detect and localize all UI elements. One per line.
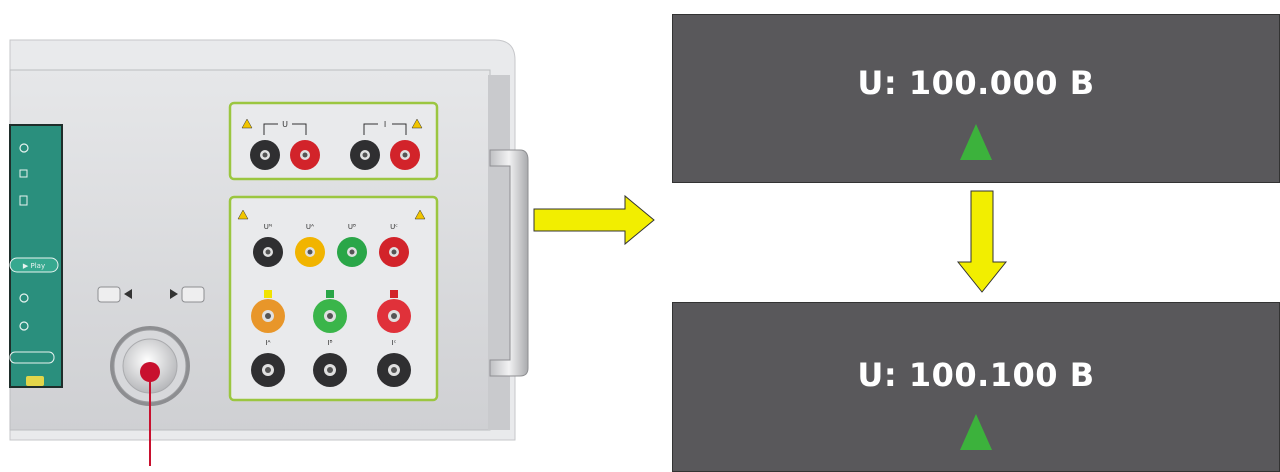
- down-arrow: [956, 190, 1008, 294]
- increment-caret-icon: [960, 414, 992, 450]
- ui-terminal-group: U I: [230, 103, 437, 179]
- play-soft-button: ▶ Play: [23, 262, 45, 270]
- voltage-reading-before: U: 100.000 B: [673, 64, 1279, 102]
- svg-text:Uᴮ: Uᴮ: [348, 223, 356, 231]
- increment-caret-icon: [960, 124, 992, 160]
- three-phase-terminal-group: Uᴺ Uᴬ Uᴮ Uᶜ Iᴬ Iᴮ Iᶜ: [230, 197, 437, 400]
- svg-text:Iᴬ: Iᴬ: [265, 339, 270, 347]
- svg-text:Uᶜ: Uᶜ: [390, 223, 398, 231]
- right-arrow: [533, 194, 657, 246]
- svg-text:Uᴬ: Uᴬ: [306, 223, 314, 231]
- voltage-reading-after: U: 100.100 B: [673, 356, 1279, 394]
- display-after: U: 100.100 B: [672, 302, 1280, 472]
- svg-text:I: I: [384, 120, 386, 129]
- lcd-screen: ▶ Play: [10, 125, 62, 387]
- display-before: U: 100.000 B: [672, 14, 1280, 183]
- svg-text:Uᴺ: Uᴺ: [264, 223, 272, 231]
- svg-text:U: U: [282, 120, 288, 129]
- svg-text:Iᶜ: Iᶜ: [392, 339, 397, 347]
- svg-text:Iᴮ: Iᴮ: [327, 339, 332, 347]
- test-device-front-panel: ▶ Play U I: [0, 0, 530, 466]
